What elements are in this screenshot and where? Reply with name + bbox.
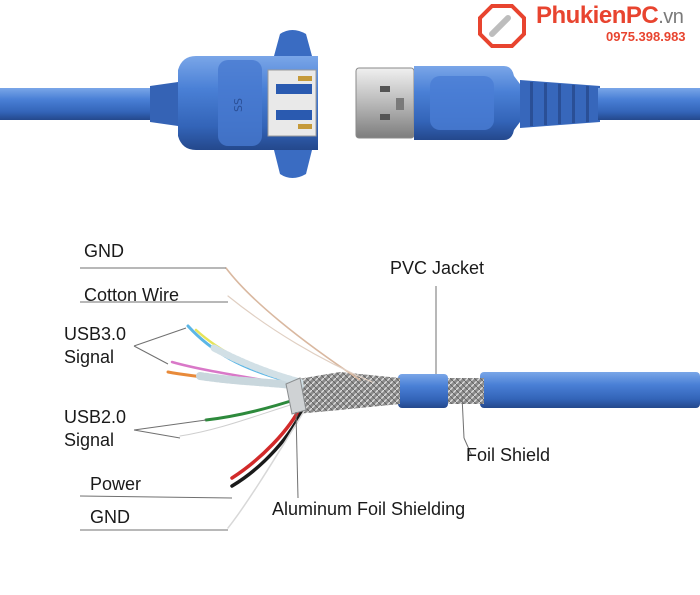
foil-shield-braid bbox=[444, 378, 484, 404]
male-usb-connector bbox=[355, 66, 600, 140]
left-cable bbox=[0, 82, 178, 126]
label-gnd-top: GND bbox=[84, 241, 124, 261]
label-usb2-line2: Signal bbox=[64, 430, 115, 450]
aluminum-foil bbox=[285, 377, 307, 415]
label-usb3-line2: Signal bbox=[64, 347, 115, 367]
brand: PhukienPC.vn 0975.398.983 bbox=[474, 2, 700, 46]
label-cotton-wire: Cotton Wire bbox=[84, 285, 180, 305]
label-usb2-line1: USB2.0 bbox=[64, 407, 127, 427]
brand-name-part2: PC bbox=[625, 2, 659, 29]
right-cable bbox=[598, 88, 700, 120]
brand-name-part3: .vn bbox=[658, 6, 684, 28]
brand-name-part1: Phukien bbox=[536, 2, 626, 29]
brand-name: PhukienPC.vn bbox=[536, 2, 684, 31]
label-pvc-jacket: PVC Jacket bbox=[390, 258, 485, 278]
panel-mount-female-connector: SS bbox=[178, 30, 318, 178]
label-usb3-line1: USB3.0 bbox=[64, 324, 127, 344]
label-foil-shield: Foil Shield bbox=[466, 445, 551, 465]
label-aluminum-foil-shielding: Aluminum Foil Shielding bbox=[272, 499, 466, 519]
brand-logo-icon bbox=[478, 4, 526, 48]
label-power: Power bbox=[90, 474, 142, 494]
pvc-jacket-ring bbox=[398, 374, 448, 408]
label-gnd-bottom: GND bbox=[90, 507, 130, 527]
brand-phone: 0975.398.983 bbox=[606, 29, 686, 44]
leader-lines bbox=[79, 267, 473, 531]
svg-text:SS: SS bbox=[232, 98, 245, 112]
pvc-jacket-cable bbox=[480, 372, 700, 408]
signal-wires bbox=[166, 267, 373, 529]
braided-shield bbox=[292, 372, 400, 414]
